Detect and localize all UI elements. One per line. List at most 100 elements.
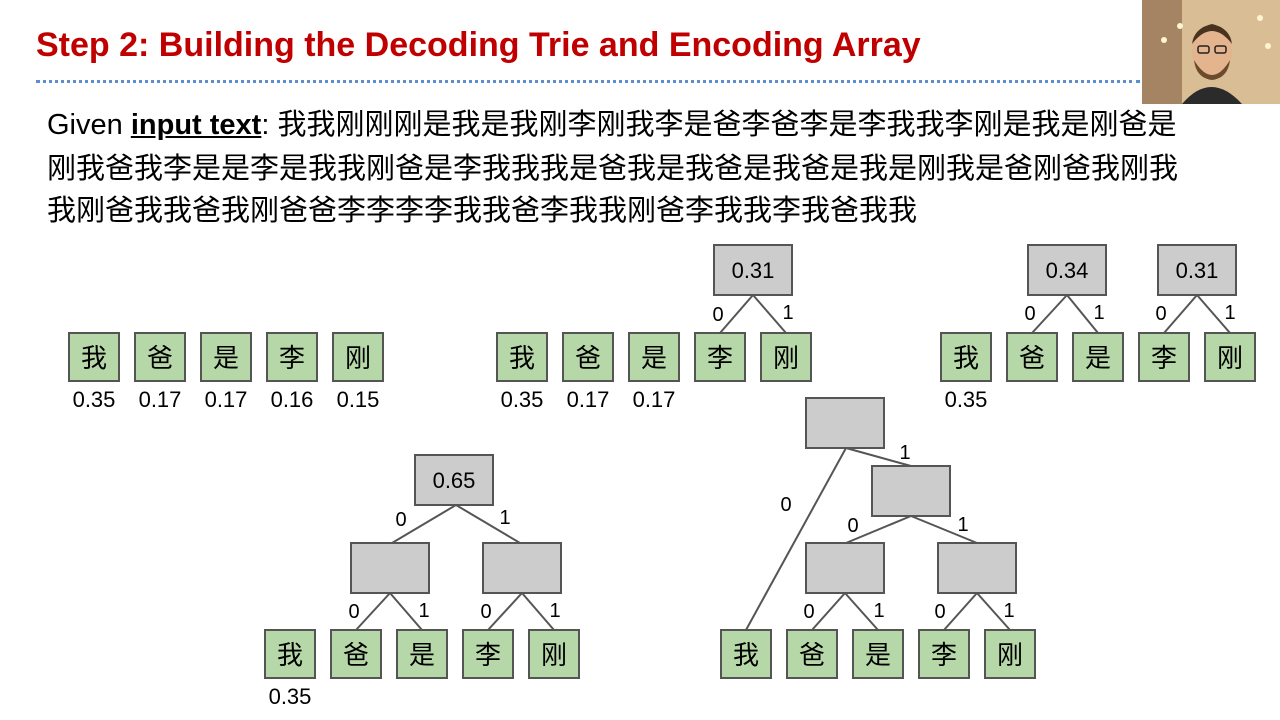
step4-node-0 [414, 454, 494, 506]
step5-node-2-bit-0: 0 [803, 601, 814, 623]
step3-node-1-bit-1: 1 [1224, 302, 1235, 324]
presenter-video-icon [1142, 0, 1280, 104]
step5-node-1-edge-1 [910, 515, 978, 544]
step5-leaf-1-symbol: 爸 [799, 641, 825, 671]
step5-node-0-edge-0 [745, 447, 847, 631]
step3-node-0 [1027, 244, 1107, 296]
step2-leaf-2-box [628, 332, 680, 382]
step4-leaf-2-symbol: 是 [409, 641, 435, 671]
step5-node-2-bit-1: 1 [873, 600, 884, 622]
step4-node-1-edge-1 [389, 592, 423, 631]
step5-node-1-bit-1: 1 [957, 514, 968, 536]
step4-node-1 [350, 542, 430, 594]
step1-leaf-2-symbol: 是 [213, 344, 239, 374]
step2-node-0-edge-1 [752, 294, 787, 334]
step2-node-0-label: 0.31 [732, 258, 775, 283]
webcam-video [1142, 0, 1280, 104]
step1-prob-4: 0.15 [337, 387, 380, 412]
step2-node-0-edge-0 [719, 294, 754, 334]
step3-node-1-label: 0.31 [1176, 258, 1219, 283]
step4-node-0-bit-0: 0 [395, 509, 406, 531]
step3-leaf-4-symbol: 刚 [1217, 344, 1243, 374]
step5-node-0-bit-1: 1 [899, 442, 910, 464]
title-divider [36, 80, 1140, 83]
step1-prob-2: 0.17 [205, 387, 248, 412]
step5-node-3 [937, 542, 1017, 594]
step5-leaf-3-symbol: 李 [931, 641, 957, 671]
step4-leaf-4-symbol: 刚 [541, 641, 567, 671]
step1-leaf-3-symbol: 李 [279, 344, 305, 374]
step3-node-0-edge-0 [1031, 294, 1068, 334]
step3-leaf-0-box [940, 332, 992, 382]
step1-leaf-0-box [68, 332, 120, 382]
step1-prob-1: 0.17 [139, 387, 182, 412]
step4-leaf-3-box [462, 629, 514, 679]
step4-node-2 [482, 542, 562, 594]
input-colon: : [261, 109, 278, 141]
step5-node-0 [805, 397, 885, 449]
step4-node-2-edge-0 [487, 592, 523, 631]
step5-leaf-2-symbol: 是 [865, 641, 891, 671]
step3-leaf-3-symbol: 李 [1151, 344, 1177, 374]
step2-leaf-3-box [694, 332, 746, 382]
step5-leaf-3-box [918, 629, 970, 679]
step4-node-0-label: 0.65 [433, 468, 476, 493]
step5-node-1-edge-0 [845, 515, 912, 544]
step5-node-3-edge-0 [943, 592, 978, 631]
step5-leaf-0-symbol: 我 [733, 641, 759, 671]
step5-node-3-bit-0: 0 [934, 601, 945, 623]
step3-node-1-edge-1 [1196, 294, 1231, 334]
step3-leaf-4-box [1204, 332, 1256, 382]
step5-node-0-bit-0: 0 [780, 494, 791, 516]
step2-prob-2: 0.17 [633, 387, 676, 412]
step2-prob-1: 0.17 [567, 387, 610, 412]
step4-node-0-bit-1: 1 [499, 507, 510, 529]
step3-leaf-3-box [1138, 332, 1190, 382]
step5-leaf-4-box [984, 629, 1036, 679]
step4-node-1-bit-1: 1 [418, 600, 429, 622]
step4-node-2-bit-0: 0 [480, 601, 491, 623]
step5-node-2 [805, 542, 885, 594]
step4-prob-0: 0.35 [269, 684, 312, 709]
step3-node-1-edge-0 [1163, 294, 1198, 334]
step3-node-1-bit-0: 0 [1155, 303, 1166, 325]
step1-leaf-1-symbol: 爸 [147, 344, 173, 374]
step5-node-0-edge-1 [845, 447, 912, 467]
step5-node-3-edge-1 [976, 592, 1011, 631]
step4-node-1-edge-0 [355, 592, 391, 631]
input-characters: 我我刚刚刚是我是我刚李刚我李是爸李爸李是李我我李刚是我是刚爸是刚我爸我李是是李是… [47, 107, 1179, 227]
step4-leaf-3-symbol: 李 [475, 641, 501, 671]
step5-node-2-edge-1 [844, 592, 879, 631]
step3-node-0-edge-1 [1066, 294, 1099, 334]
step5-leaf-2-box [852, 629, 904, 679]
step5-node-1-bit-0: 0 [847, 515, 858, 537]
step1-leaf-0-symbol: 我 [81, 344, 107, 374]
step5-leaf-4-symbol: 刚 [997, 641, 1023, 671]
step2-leaf-0-box [496, 332, 548, 382]
step3-leaf-2-symbol: 是 [1085, 344, 1111, 374]
step1-leaf-4-box [332, 332, 384, 382]
step3-leaf-1-symbol: 爸 [1019, 344, 1045, 374]
step4-leaf-0-symbol: 我 [277, 641, 303, 671]
step2-leaf-3-symbol: 李 [707, 344, 733, 374]
step5-leaf-0-box [720, 629, 772, 679]
step3-leaf-1-box [1006, 332, 1058, 382]
step3-node-1 [1157, 244, 1237, 296]
step1-prob-3: 0.16 [271, 387, 314, 412]
step2-leaf-4-symbol: 刚 [773, 344, 799, 374]
step2-leaf-1-symbol: 爸 [575, 344, 601, 374]
step2-node-0-bit-1: 1 [782, 302, 793, 324]
input-text-paragraph: Given input text: 我我刚刚刚是我是我刚李刚我李是爸李爸李是李我… [47, 103, 1197, 232]
step5-node-1 [871, 465, 951, 517]
step1-leaf-3-box [266, 332, 318, 382]
step2-node-0-bit-0: 0 [712, 304, 723, 326]
step2-leaf-1-box [562, 332, 614, 382]
step4-leaf-0-box [264, 629, 316, 679]
step4-node-1-bit-0: 0 [348, 601, 359, 623]
step1-leaf-2-box [200, 332, 252, 382]
step5-node-3-bit-1: 1 [1003, 600, 1014, 622]
step3-leaf-0-symbol: 我 [953, 344, 979, 374]
input-keyword: input text [130, 109, 262, 141]
slide-title: Step 2: Building the Decoding Trie and E… [36, 26, 921, 64]
